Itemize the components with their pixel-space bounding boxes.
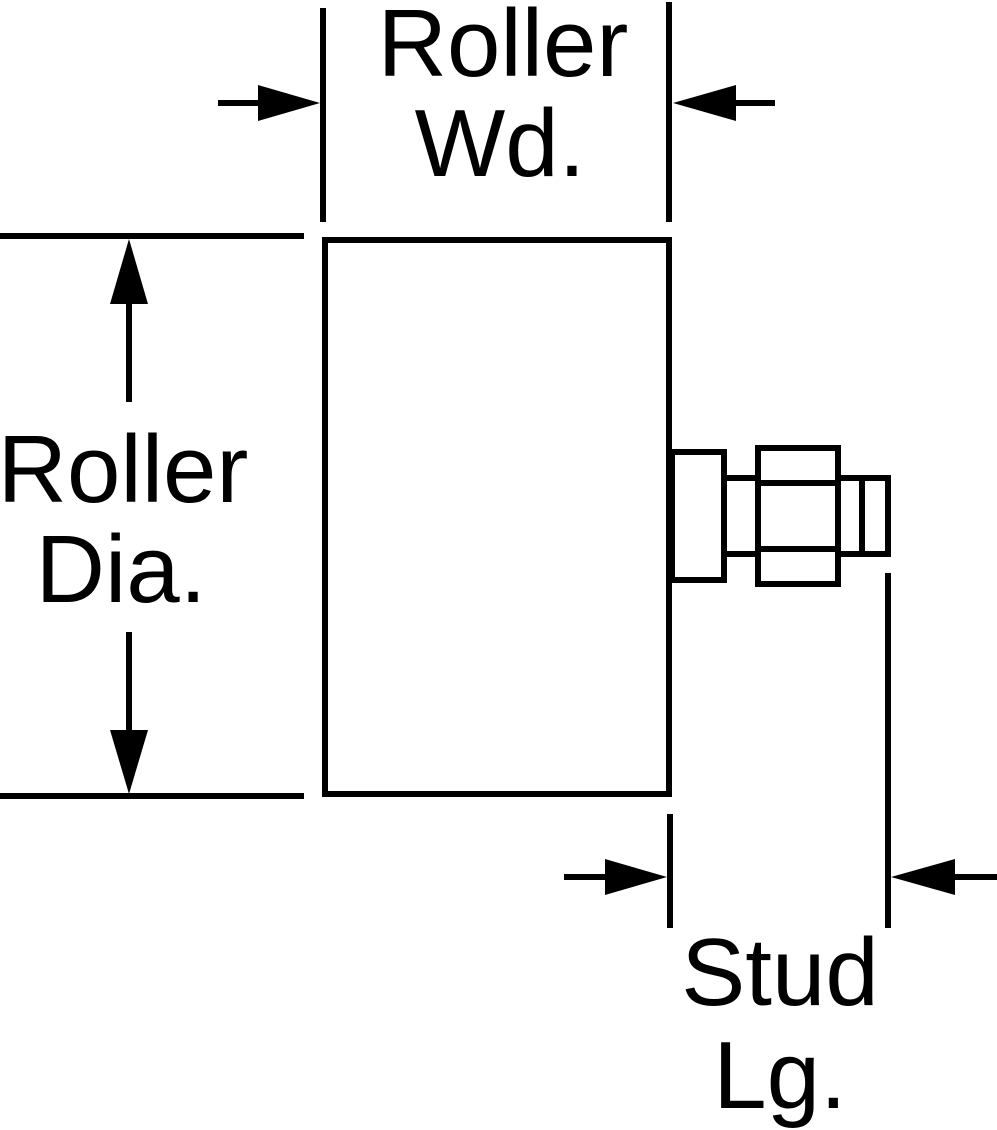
stud-hub: [669, 449, 727, 583]
roller-diameter-arrowhead-up: [110, 239, 148, 304]
stud-length-label-line1: Stud: [681, 919, 878, 1026]
stud-length-label-line2: Lg.: [713, 1022, 846, 1129]
roller-width-arrowhead-left: [258, 85, 320, 121]
stud-length-arrowhead-left: [605, 859, 667, 895]
roller-diameter-arrowhead-down: [110, 730, 148, 794]
stud-length-arrowhead-right: [891, 859, 955, 895]
stud-shank: [721, 475, 761, 557]
stud-hex-nut: [755, 445, 841, 587]
roller-width-label-line2: Wd.: [415, 90, 586, 197]
roller-diameter-label-line1: Roller: [0, 416, 248, 523]
roller-diameter-label-line2: Dia.: [36, 516, 207, 623]
roller-body: [322, 237, 672, 797]
roller-width-arrowhead-right: [673, 85, 736, 121]
roller-width-label-line1: Roller: [378, 0, 629, 97]
